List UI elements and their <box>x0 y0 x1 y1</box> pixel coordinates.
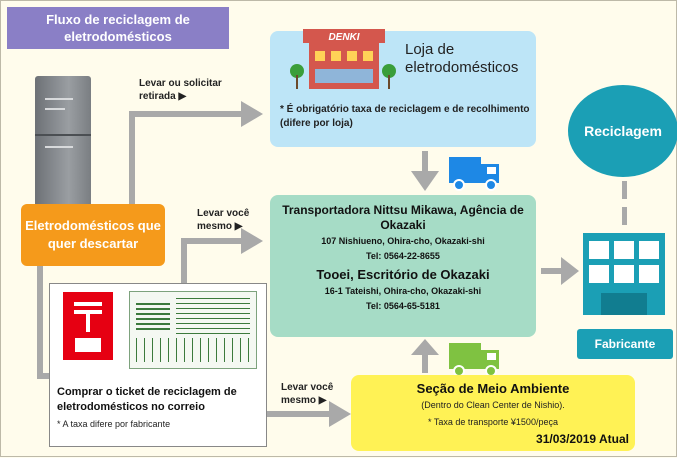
post-office-icon <box>63 292 113 360</box>
post-office-note: * A taxa difere por fabricante <box>57 419 171 429</box>
route-label-store: Levar ou solicitar retirada ▶ <box>139 78 222 102</box>
environment-title: Seção de Meio Ambiente <box>416 381 570 396</box>
refrigerator-icon <box>35 76 91 224</box>
fridge-handle <box>45 98 73 100</box>
factory-icon <box>583 233 665 315</box>
route-label-transport: Levar você mesmo ▶ <box>197 208 250 232</box>
transport-tel-1: Tel: 0564-22-8655 <box>366 251 440 261</box>
date-label: 31/03/2019 Atual <box>536 432 629 446</box>
store-sign: DENKI <box>328 32 359 43</box>
transport-address-1: 107 Nishiueno, Ohira-cho, Okazaki-shi <box>321 236 485 246</box>
appliances-to-discard-box: Eletrodomésticos que quer descartar <box>21 204 165 266</box>
recycling-ticket-image <box>129 291 257 369</box>
transport-tel-2: Tel: 0564-65-5181 <box>366 301 440 311</box>
transport-companies-box: Transportadora Nittsu Mikawa, Agência de… <box>270 195 536 337</box>
fridge-handle <box>45 108 65 110</box>
recycling-circle: Reciclagem <box>568 85 677 177</box>
post-office-text: Comprar o ticket de reciclagem de eletro… <box>57 386 237 413</box>
store-building-icon: DENKI <box>290 29 396 89</box>
route-label-environment: Levar você mesmo ▶ <box>281 382 334 406</box>
fridge-seam <box>35 134 91 136</box>
transport-company-2: Tooei, Escritório de Okazaki <box>316 267 490 282</box>
truck-icon-blue <box>449 157 499 191</box>
environment-subtitle: (Dentro do Clean Center de Nishio). <box>421 400 565 410</box>
transport-address-2: 16-1 Tateishi, Ohira-cho, Okazaki-shi <box>324 286 482 296</box>
fridge-handle <box>45 146 73 148</box>
environment-fee: * Taxa de transporte ¥1500/peça <box>428 417 558 427</box>
store-fee-note: * É obrigatório taxa de reciclagem e de … <box>280 104 530 129</box>
manufacturer-label: Fabricante <box>577 329 673 359</box>
transport-company-1: Transportadora Nittsu Mikawa, Agência de… <box>282 203 524 232</box>
store-name: Loja de eletrodomésticos <box>405 41 519 76</box>
diagram-title: Fluxo de reciclagem de eletrodomésticos <box>7 7 229 49</box>
environment-section-box <box>351 375 635 451</box>
truck-icon-green <box>449 343 499 377</box>
